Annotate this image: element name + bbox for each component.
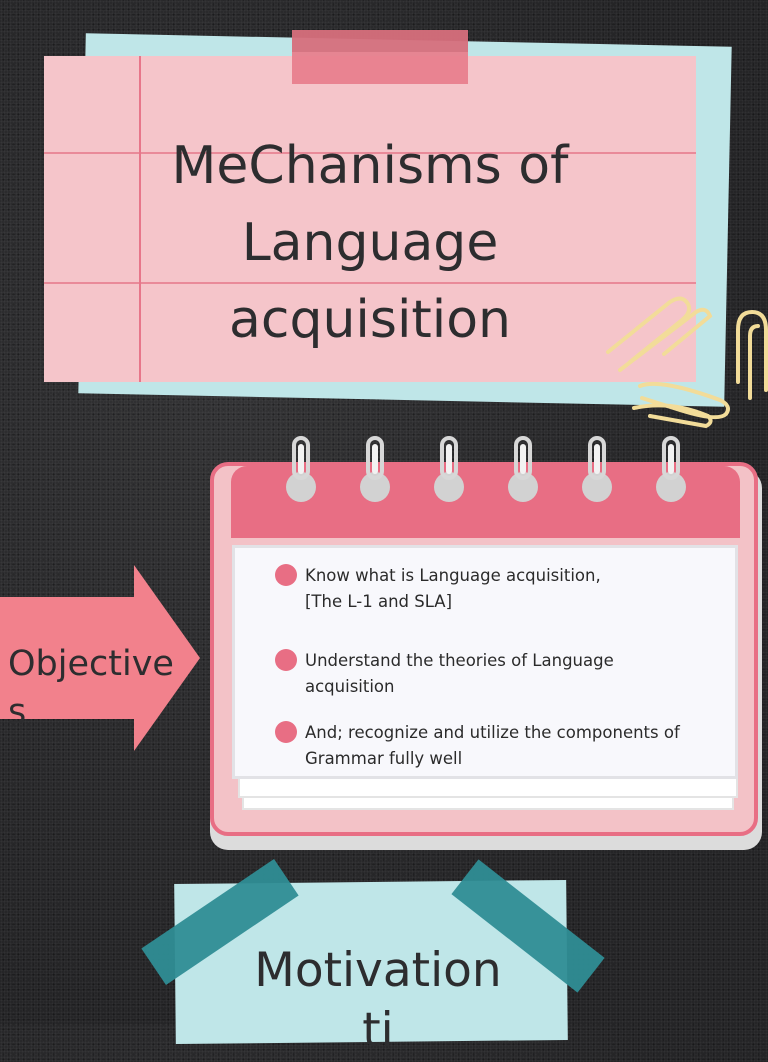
list-item: Know what is Language acquisition, [The … xyxy=(305,563,725,615)
motivation-title-continued: ti xyxy=(362,1003,394,1058)
title-line-2: Language xyxy=(241,213,499,273)
calendar-ring-icon xyxy=(286,436,316,502)
calendar-ring-icon xyxy=(508,436,538,502)
list-item-line: Understand the theories of Language xyxy=(305,651,614,670)
title-tape xyxy=(292,30,468,84)
bullet-icon xyxy=(275,649,297,671)
bullet-icon xyxy=(275,564,297,586)
calendar-header xyxy=(231,466,740,538)
objectives-label: Objectives xyxy=(8,644,174,732)
calendar-sheet xyxy=(238,776,738,798)
list-item-line: Grammar fully well xyxy=(305,749,463,768)
title-line-1: MeChanisms of xyxy=(171,136,569,196)
list-item: Understand the theories of Language acqu… xyxy=(305,648,725,700)
page-title: MeChanisms of Language acquisition xyxy=(140,128,600,359)
list-item: And; recognize and utilize the component… xyxy=(305,720,725,772)
title-line-3: acquisition xyxy=(228,290,511,350)
title-note xyxy=(44,56,696,382)
calendar-ring-icon xyxy=(360,436,390,502)
paperclip-icon xyxy=(606,296,768,429)
list-item-line: And; recognize and utilize the component… xyxy=(305,723,680,742)
list-item-line: Know what is Language acquisition, xyxy=(305,566,601,585)
motivation-title: Motivation xyxy=(254,943,502,998)
calendar-ring-icon xyxy=(434,436,464,502)
calendar-ring-icon xyxy=(582,436,612,502)
calendar-page xyxy=(232,545,738,779)
list-item-line: acquisition xyxy=(305,677,395,696)
calendar-ring-icon xyxy=(656,436,686,502)
bullet-icon xyxy=(275,721,297,743)
objectives-arrow xyxy=(0,565,200,751)
list-item-line: [The L-1 and SLA] xyxy=(305,592,453,611)
